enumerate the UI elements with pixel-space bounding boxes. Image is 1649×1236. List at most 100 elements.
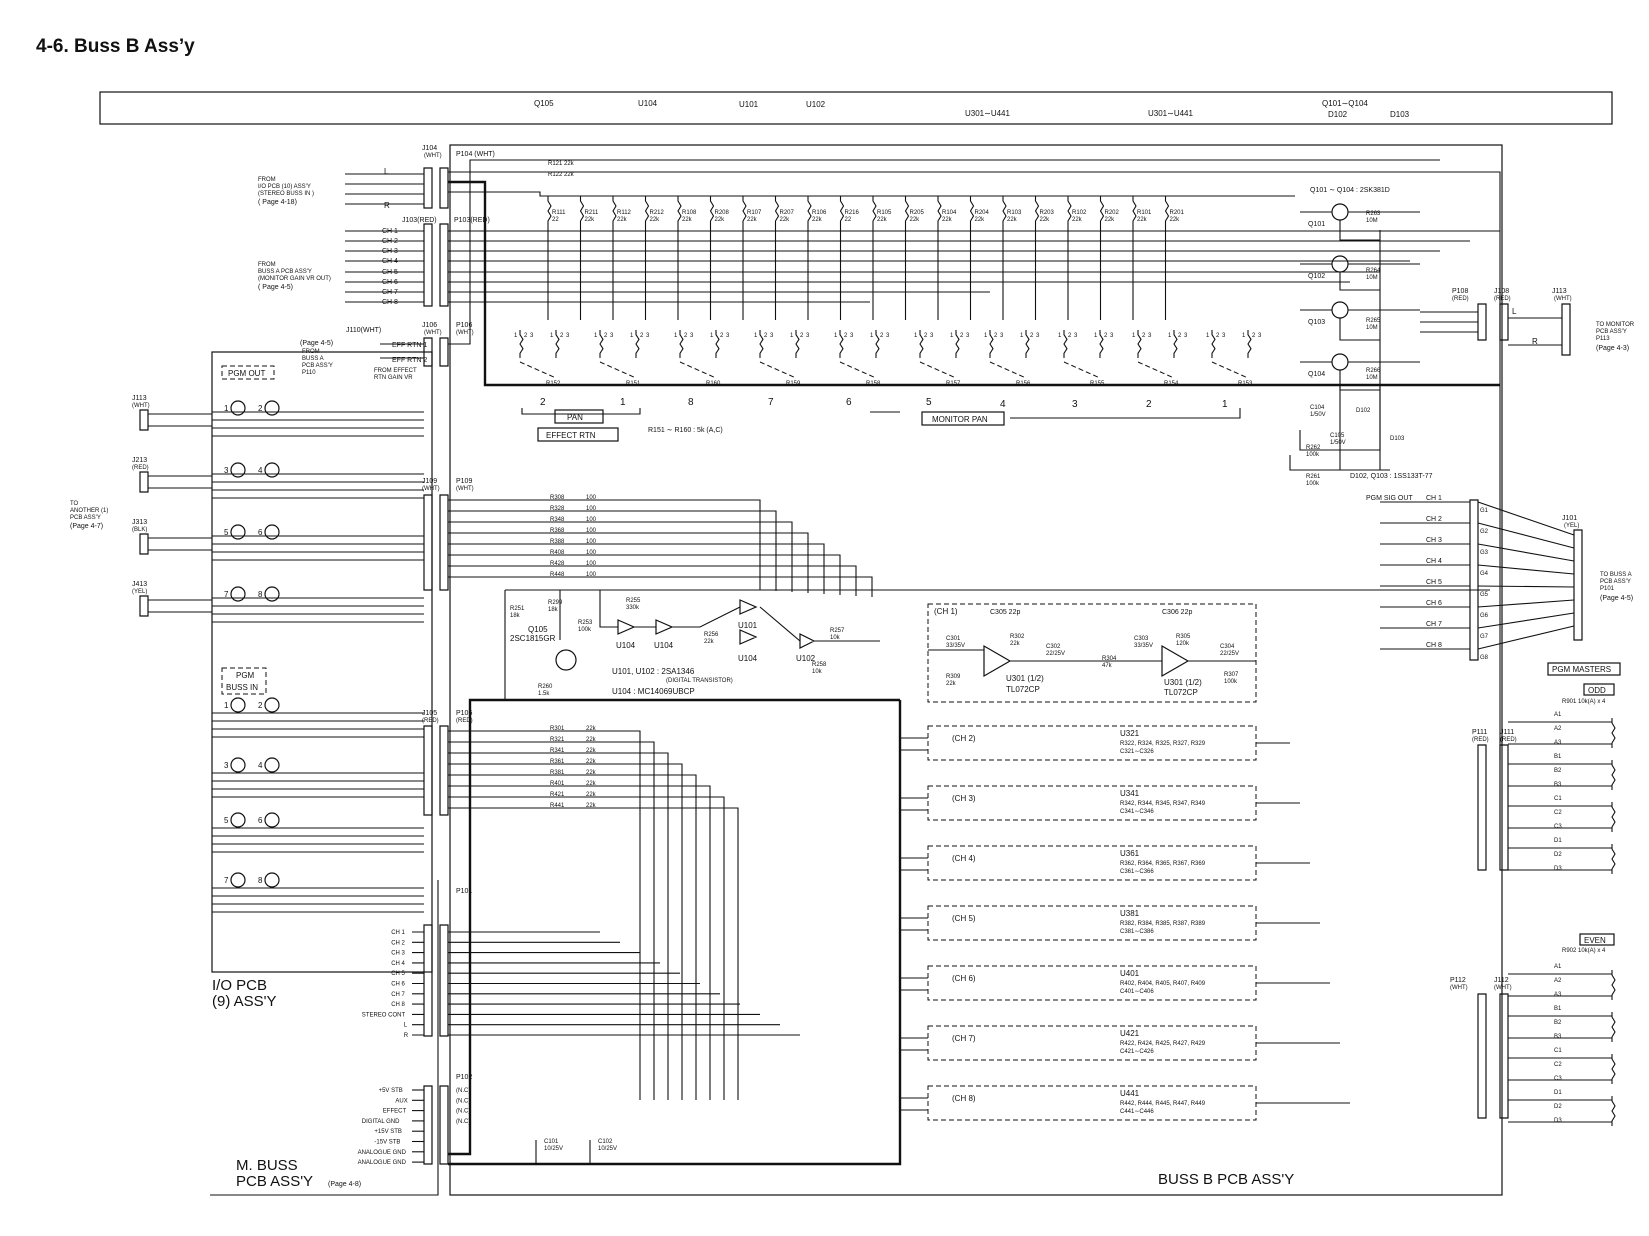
j103-channel-labels: CH 1 CH 2 CH 3 CH 4 CH 5 CH 6 CH 7 CH 8 … xyxy=(382,167,427,364)
svg-text:P103(RED): P103(RED) xyxy=(454,217,490,224)
svg-text:P101: P101 xyxy=(456,888,472,895)
pot-label: R154 xyxy=(1164,381,1179,387)
svg-text:R302: R302 xyxy=(1010,634,1025,640)
svg-text:2: 2 xyxy=(1146,399,1152,410)
resistor-label: 22k xyxy=(586,737,597,743)
svg-text:3: 3 xyxy=(1074,333,1078,339)
svg-text:BUSS A: BUSS A xyxy=(302,356,324,362)
buss-a-source-note: FROM BUSS A PCB ASS'Y (MONITOR GAIN VR O… xyxy=(258,262,331,291)
master-pin-label: A3 xyxy=(1554,740,1562,746)
svg-text:2: 2 xyxy=(1178,333,1182,339)
svg-text:18k: 18k xyxy=(510,613,521,619)
svg-text:1.5k: 1.5k xyxy=(538,691,550,697)
resistor-label: 22k xyxy=(586,726,597,732)
svg-text:3: 3 xyxy=(1148,333,1152,339)
svg-text:2: 2 xyxy=(524,333,528,339)
svg-text:3: 3 xyxy=(966,333,970,339)
jack-label: J213 xyxy=(132,457,147,464)
svg-text:TL072CP: TL072CP xyxy=(1164,688,1198,697)
svg-text:3: 3 xyxy=(530,333,534,339)
svg-text:2: 2 xyxy=(844,333,848,339)
resistor-label: R212 xyxy=(650,210,665,216)
svg-text:C304: C304 xyxy=(1220,644,1235,650)
svg-text:R901 10k(A) x 4: R901 10k(A) x 4 xyxy=(1562,699,1606,705)
svg-text:2: 2 xyxy=(258,404,263,413)
p102-pin-label: +15V STB xyxy=(374,1129,402,1135)
resistor-label: 22k xyxy=(1072,217,1083,223)
resistor-label: 22k xyxy=(586,770,597,776)
effect-source-note: (Page 4-5) FROM BUSS A PCB ASS'Y P110 FR… xyxy=(300,340,417,381)
svg-text:1: 1 xyxy=(834,333,838,339)
svg-text:2: 2 xyxy=(720,333,724,339)
resistor-label: R441 xyxy=(550,803,565,809)
resistor-label: R321 xyxy=(550,737,565,743)
ground-label: G1 xyxy=(1480,508,1489,514)
svg-text:100k: 100k xyxy=(1306,452,1320,458)
resistor-label: R105 xyxy=(877,210,892,216)
svg-text:L: L xyxy=(384,167,389,176)
svg-text:1: 1 xyxy=(754,333,758,339)
svg-text:J106: J106 xyxy=(422,322,437,329)
resistor-label: 100 xyxy=(586,561,597,567)
svg-text:1: 1 xyxy=(1206,333,1210,339)
svg-text:3: 3 xyxy=(1184,333,1188,339)
channel-capacitors: C341∼C346 xyxy=(1120,809,1154,815)
svg-text:P108: P108 xyxy=(1452,288,1468,295)
svg-text:P101: P101 xyxy=(1600,586,1615,592)
svg-text:1: 1 xyxy=(984,333,988,339)
ref-label: U104 xyxy=(638,99,658,108)
svg-text:2: 2 xyxy=(684,333,688,339)
resistor-label: 22k xyxy=(780,217,791,223)
svg-text:100k: 100k xyxy=(1306,481,1320,487)
svg-text:1: 1 xyxy=(1222,399,1228,410)
resistor-label: 22k xyxy=(910,217,921,223)
channel-resistors: R342, R344, R345, R347, R349 xyxy=(1120,801,1206,807)
p101-pin-label: L xyxy=(404,1023,408,1029)
p102-pin-label: EFFECT xyxy=(383,1109,407,1115)
io-pcb-outline xyxy=(211,351,433,973)
resistor-label: R401 xyxy=(550,781,565,787)
resistor-label: 22k xyxy=(715,217,726,223)
p101-pin-label: CH 7 xyxy=(391,992,405,998)
svg-text:R251: R251 xyxy=(510,606,525,612)
svg-text:EVEN: EVEN xyxy=(1584,936,1606,945)
master-pin-label: D2 xyxy=(1554,852,1562,858)
svg-text:R262: R262 xyxy=(1306,445,1321,451)
master-pin-label: D1 xyxy=(1554,838,1562,844)
p102-pin-label: ANALOGUE GND xyxy=(358,1150,407,1156)
resistor-label: R341 xyxy=(550,748,565,754)
resistor-label: R121 22k xyxy=(548,161,575,167)
buss-b-board-outline xyxy=(449,144,1503,1196)
resistor-label: 100 xyxy=(586,528,597,534)
nc-label: (N.C) xyxy=(456,1109,470,1115)
svg-text:1: 1 xyxy=(1020,333,1024,339)
master-pin-label: C2 xyxy=(1554,810,1562,816)
p101-pin-label: CH 6 xyxy=(391,982,405,988)
p101-pin-label: CH 8 xyxy=(391,1002,405,1008)
pgm-sig-out: PGM SIG OUT CH 1 CH 2 CH 3 CH 4 CH 5 CH … xyxy=(1366,495,1633,661)
svg-text:L: L xyxy=(1512,307,1517,316)
resistor-label: R103 xyxy=(1007,210,1022,216)
nc-label: (N.C) xyxy=(456,1119,470,1125)
svg-text:22/25V: 22/25V xyxy=(1046,651,1065,657)
svg-text:U101: U101 xyxy=(738,621,758,630)
svg-text:Q102: Q102 xyxy=(1308,273,1325,280)
svg-text:I/O PCB: I/O PCB xyxy=(212,977,267,994)
connector-headers xyxy=(423,167,449,1165)
p101-pin-label: CH 1 xyxy=(391,930,405,936)
p102-pin-label: DIGITAL GND xyxy=(362,1119,400,1125)
svg-text:2: 2 xyxy=(1030,333,1034,339)
resistor-label: R111 xyxy=(552,210,566,216)
svg-text:3: 3 xyxy=(1258,333,1262,339)
p101-pin-label: CH 3 xyxy=(391,951,405,957)
svg-text:J109: J109 xyxy=(422,478,437,485)
p102-pin-label: -15V STB xyxy=(374,1140,400,1146)
svg-text:1: 1 xyxy=(550,333,554,339)
svg-text:I/O PCB (10) ASS'Y: I/O PCB (10) ASS'Y xyxy=(258,184,311,190)
svg-text:CH 4: CH 4 xyxy=(1426,558,1442,565)
svg-text:CH 5: CH 5 xyxy=(1426,579,1442,586)
svg-text:(WHT): (WHT) xyxy=(1554,296,1572,302)
resistor-label: R202 xyxy=(1105,210,1120,216)
svg-text:CH 6: CH 6 xyxy=(1426,600,1442,607)
